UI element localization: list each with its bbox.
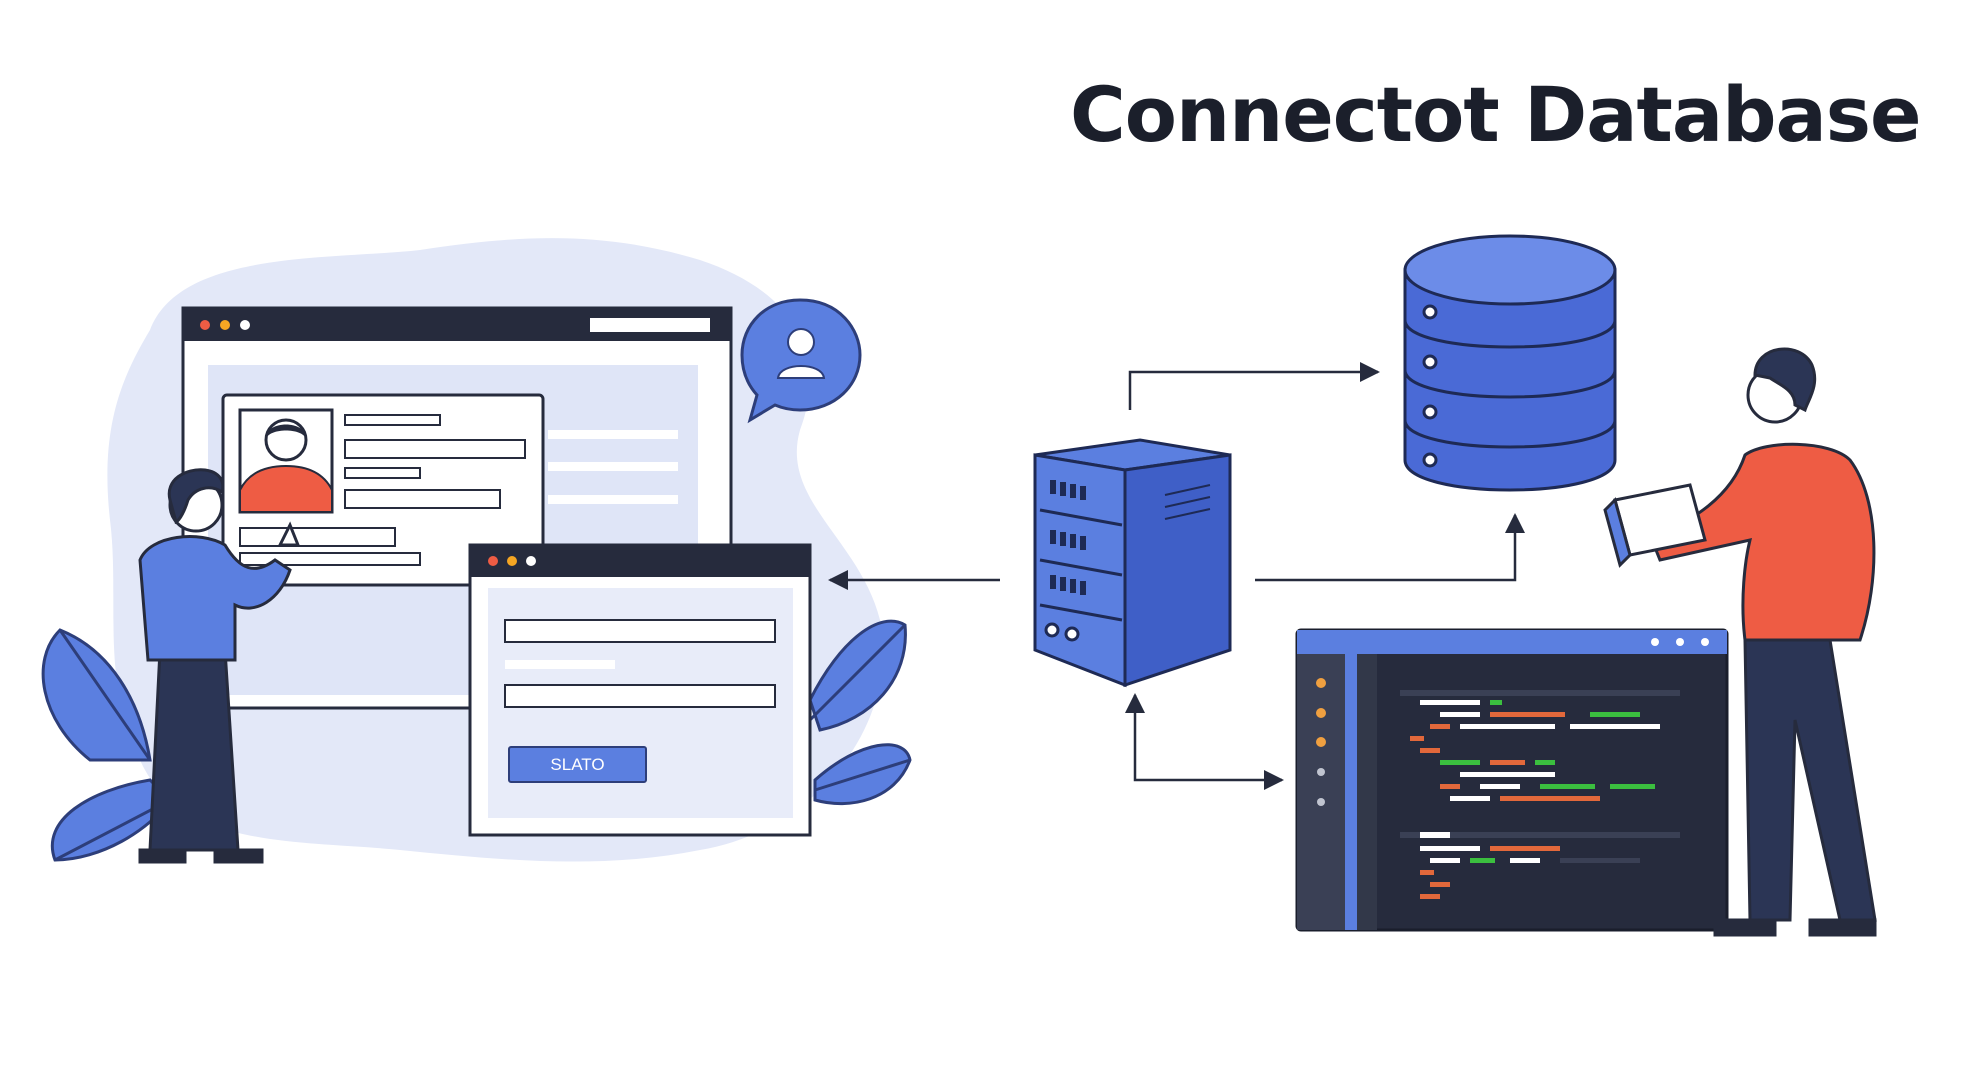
database-cylinder-icon <box>1403 234 1617 492</box>
address-bar[interactable] <box>590 318 710 332</box>
page-title: Connectot Database <box>1070 70 1922 159</box>
leaf-plant-left <box>41 628 172 862</box>
form-input-1[interactable] <box>504 619 776 643</box>
connector-arrows <box>828 362 1525 790</box>
window-close-dot[interactable] <box>200 320 210 330</box>
slato-button[interactable]: SLATO <box>508 746 647 783</box>
user-avatar-icon <box>740 298 862 424</box>
leaf-plant-right <box>808 619 912 806</box>
window-maximize-dot[interactable] <box>240 320 250 330</box>
server-tower-icon <box>1033 438 1232 688</box>
window-minimize-dot[interactable] <box>220 320 230 330</box>
code-lines <box>1400 690 1680 899</box>
person-left <box>138 468 301 864</box>
arrow-to-database <box>1128 362 1380 410</box>
arrow-to-code-editor <box>1125 693 1284 790</box>
login-form-window <box>468 543 812 837</box>
form-input-2[interactable] <box>504 684 776 708</box>
person-right <box>1603 347 1877 937</box>
arrow-up-to-database <box>1255 513 1525 582</box>
code-editor-window <box>1295 628 1729 932</box>
profile-card <box>221 393 545 587</box>
